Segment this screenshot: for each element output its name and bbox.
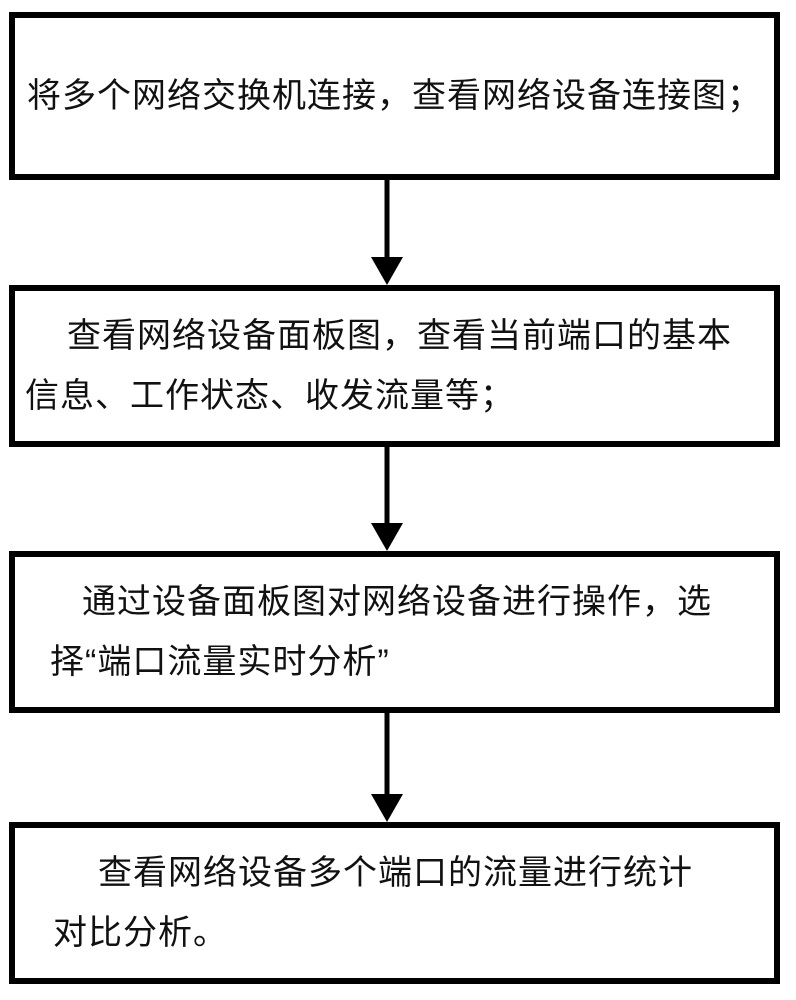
flow-step-4-text-line-1: 查看网络设备多个端口的流量进行统计 — [98, 854, 693, 892]
down-arrow-icon — [371, 180, 403, 285]
flow-step-3-box: 通过设备面板图对网络设备进行操作，选 择“端口流量实时分析” — [9, 551, 780, 713]
flow-step-2-text-line-1: 查看网络设备面板图，查看当前端口的基本 — [67, 317, 732, 355]
down-arrow-connector-2 — [367, 447, 407, 551]
flow-step-1-box: 将多个网络交换机连接，查看网络设备连接图； — [9, 12, 780, 180]
down-arrow-connector-3 — [367, 713, 407, 822]
flow-step-4-text-line-2: 对比分析。 — [53, 914, 228, 952]
down-arrow-connector-1 — [367, 180, 407, 285]
down-arrow-icon — [371, 447, 403, 551]
flow-step-2-box: 查看网络设备面板图，查看当前端口的基本 信息、工作状态、收发流量等； — [9, 285, 780, 447]
flow-step-3-text-line-1: 通过设备面板图对网络设备进行操作，选 — [82, 583, 712, 621]
flow-step-1-text: 将多个网络交换机连接，查看网络设备连接图； — [27, 77, 762, 115]
down-arrow-icon — [371, 713, 403, 822]
flow-step-2-text-line-2: 信息、工作状态、收发流量等； — [25, 377, 515, 415]
flow-step-4-box: 查看网络设备多个端口的流量进行统计 对比分析。 — [9, 822, 780, 984]
flow-step-3-text-line-2: 择“端口流量实时分析” — [50, 643, 390, 681]
